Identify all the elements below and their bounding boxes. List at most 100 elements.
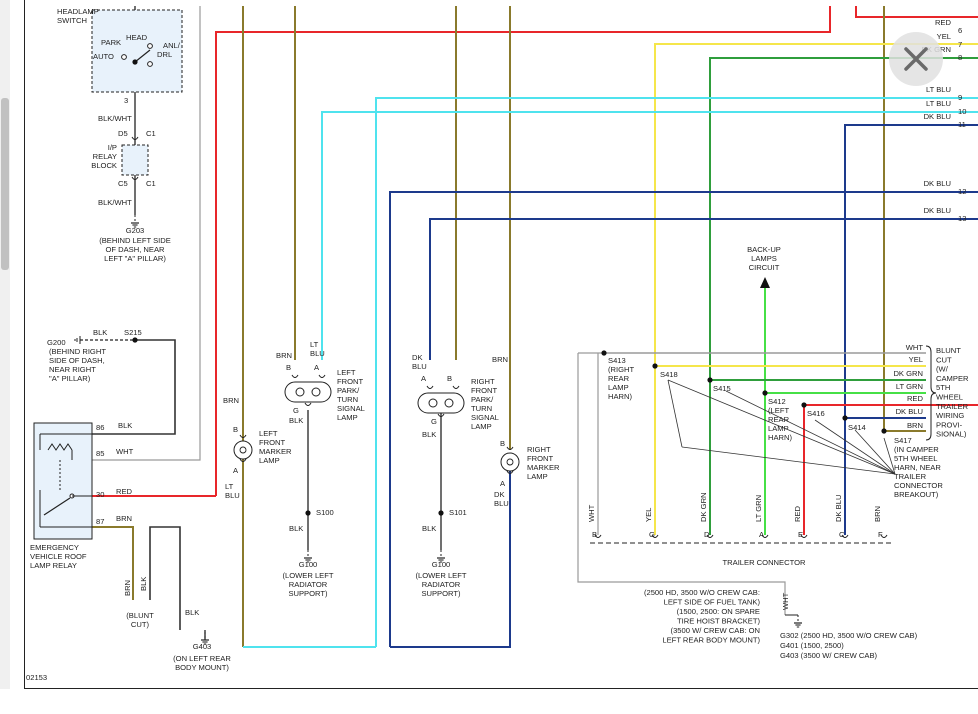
g100-right-desc: SUPPORT) — [421, 589, 461, 598]
dkblu-rfp-label: BLU — [412, 362, 427, 371]
brn-87-label: BRN — [116, 514, 132, 523]
wire-wht-85 — [92, 6, 201, 461]
lfp-connector-a — [318, 374, 326, 378]
close-icon — [904, 47, 928, 71]
left-front-park-label: FRONT — [337, 377, 364, 386]
wire-num-0: 6 — [958, 26, 962, 35]
diagram-code-label: 02153 — [26, 673, 47, 682]
lfp-connector-g — [304, 402, 312, 406]
vertical-scrollbar[interactable] — [0, 0, 10, 714]
bus-label-5: DK BLU — [896, 407, 923, 416]
conn-wire-label-6: BRN — [873, 506, 882, 522]
blunt-cut-label: BLUNT — [936, 346, 961, 355]
s417-desc: CONNECTOR — [894, 481, 943, 490]
ip-relay-block-label: I/P — [108, 143, 117, 152]
left-front-marker-lamp — [233, 440, 253, 460]
conn-pin-label-4: E — [798, 530, 803, 539]
g-lfp-label: G — [293, 406, 299, 415]
conn-wire-label-1: YEL — [644, 508, 653, 522]
wire-dkblu-bottom — [390, 470, 511, 648]
s101-label: S101 — [449, 508, 467, 517]
wht-ground-label: WHT — [781, 592, 790, 610]
g403-left-desc: BODY MOUNT) — [175, 663, 229, 672]
wire-num-1: 7 — [958, 40, 962, 49]
right-front-marker-lamp — [500, 452, 520, 472]
bus-label-2: DK GRN — [893, 369, 923, 378]
blunt-cut-label: CUT — [936, 355, 952, 364]
pin-3-label: 3 — [124, 96, 128, 105]
switch-contact-park — [121, 54, 127, 60]
pin-30-label: 30 — [96, 490, 104, 499]
blunt-cut-label: 5TH — [936, 383, 950, 392]
g100-right-label: G100 — [432, 560, 451, 569]
left-front-marker-label: MARKER — [259, 447, 292, 456]
wire-dkblu-11 — [844, 124, 978, 535]
right-front-marker-label: LAMP — [527, 472, 548, 481]
wire-label-4: LT BLU — [926, 99, 951, 108]
headlamp-switch-label: HEADLAMP — [57, 7, 99, 16]
wire-blkwht-2-label: BLK/WHT — [98, 198, 132, 207]
switch-contact-head — [147, 43, 153, 49]
g100-left-desc: SUPPORT) — [288, 589, 328, 598]
scrollbar-thumb[interactable] — [1, 98, 9, 270]
g200-label: G200 — [47, 338, 66, 347]
conn-wire-label-5: DK BLU — [834, 495, 843, 522]
conn-pin-label-1: G — [649, 530, 655, 539]
blunt-cut-left-label: CUT) — [131, 620, 150, 629]
right-front-park-label: TURN — [471, 404, 492, 413]
rfp-connector-a — [426, 385, 434, 389]
splice-s415 — [707, 377, 713, 383]
bus-label-6: BRN — [907, 421, 923, 430]
g200-desc: "A" PILLAR) — [49, 374, 91, 383]
left-front-park-label: SIGNAL — [337, 404, 365, 413]
splice-s416 — [801, 402, 807, 408]
g100-left-desc: RADIATOR — [289, 580, 328, 589]
blk-86-label: BLK — [118, 421, 132, 430]
splice-s101 — [438, 510, 444, 516]
wire-num-6: 12 — [958, 187, 966, 196]
trailer-pin-4 — [800, 534, 808, 538]
s412-label: S412 — [768, 397, 786, 406]
pin-87-label: 87 — [96, 517, 104, 526]
wire-ltblu-10 — [321, 111, 978, 360]
trailer-pin-6 — [880, 534, 888, 538]
g-rfp-label: G — [431, 417, 437, 426]
brn-vertical-label: BRN — [123, 580, 132, 596]
diagram-frame — [24, 0, 978, 689]
s412-desc: LAMP — [768, 424, 789, 433]
rfp-filament-1 — [428, 398, 438, 408]
relay-label: EMERGENCY — [30, 543, 79, 552]
right-front-park-label: FRONT — [471, 386, 498, 395]
callout-leader-2 — [814, 419, 896, 475]
ltblu-lfm-label: BLU — [225, 491, 240, 500]
splice-s100 — [305, 510, 311, 516]
left-front-park-label: LEFT — [337, 368, 356, 377]
dkblu-rfp-label: DK — [412, 353, 423, 362]
lfm-connector-b — [239, 434, 247, 438]
lfp-filament-1 — [295, 387, 305, 397]
switch-contact-drl — [147, 61, 153, 67]
d5-label: D5 — [118, 129, 128, 138]
right-front-marker-label: MARKER — [527, 463, 560, 472]
brn-rfp-label: BRN — [492, 355, 508, 364]
g200-desc: (BEHIND RIGHT — [49, 347, 106, 356]
blunt-cut-bracket — [925, 345, 937, 441]
wire-label-6: DK BLU — [924, 179, 951, 188]
left-front-park-label: TURN — [337, 395, 358, 404]
pin-85-label: 85 — [96, 449, 104, 458]
s413-desc: (RIGHT — [608, 365, 635, 374]
left-front-marker-lamp-filament — [239, 446, 247, 454]
s412-desc: REAR — [768, 415, 790, 424]
g302-label: G302 (2500 HD, 3500 W/O CREW CAB) — [780, 631, 918, 640]
rfp-connector-b — [452, 385, 460, 389]
c5-label: C5 — [118, 179, 128, 188]
g203-desc: LEFT "A" PILLAR) — [104, 254, 166, 263]
backup-lamps-label: BACK-UP — [747, 245, 781, 254]
rfm-connector-a — [506, 470, 514, 474]
close-button[interactable] — [889, 32, 943, 86]
s417-desc: 5TH WHEEL — [894, 454, 937, 463]
relay-label: LAMP RELAY — [30, 561, 77, 570]
ground-g200-symbol — [74, 336, 81, 344]
trailer-ground-desc: TIRE HOIST BRACKET) — [677, 617, 760, 626]
blk-s101-label: BLK — [422, 524, 436, 533]
